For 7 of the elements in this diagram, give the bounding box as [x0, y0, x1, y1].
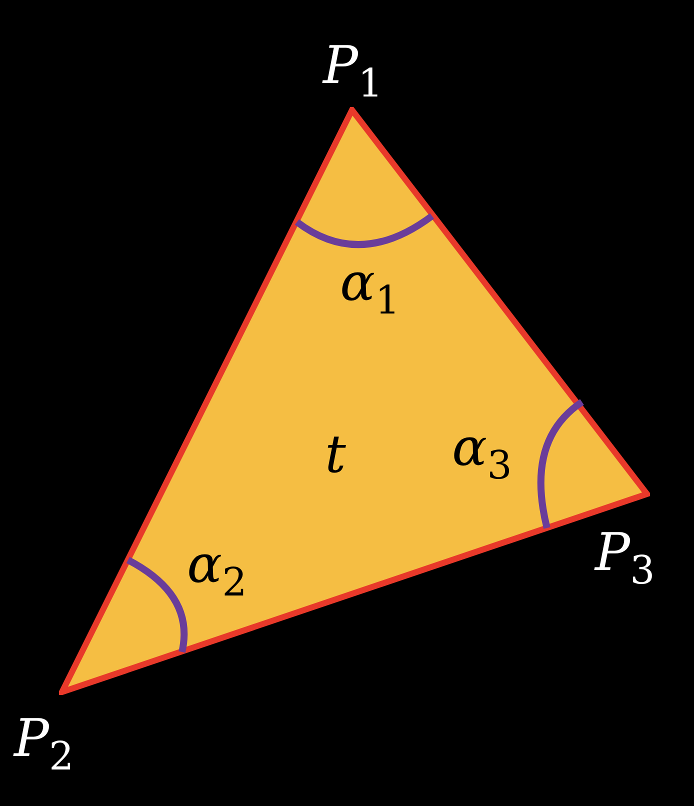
area-label: t: [325, 429, 346, 481]
angle-label: α$_{3}$: [452, 422, 512, 486]
angle-label: α$_{1}$: [340, 257, 400, 321]
vertex-label: P$_{2}$: [14, 713, 74, 777]
angle-label: α$_{2}$: [187, 539, 247, 603]
vertex-label: P$_{3}$: [595, 527, 655, 591]
vertex-label: P$_{1}$: [323, 40, 383, 104]
